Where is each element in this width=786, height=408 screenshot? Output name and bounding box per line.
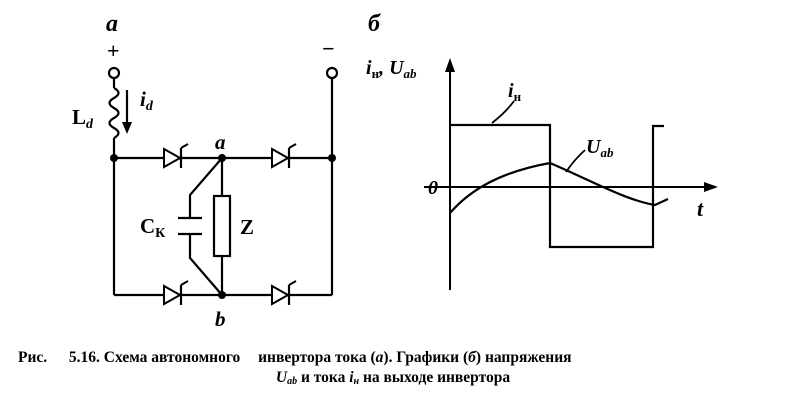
plus-sign: + <box>107 38 120 63</box>
series-in-label: iн <box>508 80 522 104</box>
capacitor-label: CК <box>140 214 166 241</box>
caption-end: на выходе инвертора <box>359 369 511 386</box>
node-a-label: a <box>215 130 226 154</box>
y-axis-arrow <box>445 58 455 72</box>
caption-i-sub: н <box>353 376 360 387</box>
y-axis-label: iн, Uab <box>366 57 417 81</box>
current-label: id <box>140 87 154 114</box>
caption-u-sub: ab <box>287 376 298 387</box>
caption-i: i <box>349 369 354 386</box>
plus-terminal <box>107 66 121 80</box>
zero-label: 0 <box>428 177 438 199</box>
thyristor-bottom-right <box>271 280 297 306</box>
chart-axes <box>424 58 718 290</box>
caption-text-c: ). Графики ( <box>383 349 469 366</box>
series-uab-label: Uab <box>586 136 614 160</box>
caption-line-1: Рис. 5.16. Схема автономного инвертора т… <box>18 348 572 367</box>
caption-text-b: инвертора тока ( <box>258 349 376 366</box>
load-resistor <box>212 194 232 258</box>
circuit-wires <box>107 66 339 297</box>
series-in-pointer <box>491 100 515 124</box>
x-axis-label: t <box>697 196 704 221</box>
load-label: Z <box>240 215 254 239</box>
caption-text-d: ) напряжения <box>475 349 572 366</box>
panel-a-label: а <box>106 11 118 37</box>
series-uab-pointer <box>565 149 586 173</box>
inductor-label: Ld <box>72 105 94 132</box>
thyristor-top-left <box>163 143 189 169</box>
caption-u: U <box>275 369 288 386</box>
thyristor-bottom-left <box>163 280 189 306</box>
caption-number: 5.16. <box>68 349 100 366</box>
caption-a-italic: а <box>375 349 384 366</box>
series-in-line <box>450 123 664 249</box>
thyristor-top-right <box>271 143 297 169</box>
panel-b-label: б <box>368 11 381 37</box>
node-b-label: b <box>215 307 226 331</box>
minus-sign: − <box>322 36 335 61</box>
caption-text-a: Схема автономного <box>103 349 241 366</box>
caption-b-italic: б <box>468 349 476 366</box>
caption-mid: и тока <box>297 369 350 386</box>
series-uab-line <box>449 161 669 214</box>
current-arrow <box>122 122 132 134</box>
caption-prefix: Рис. <box>18 349 48 366</box>
junction-dots <box>110 154 336 299</box>
caption-line-2: Uab и тока iн на выходе инвертора <box>0 368 786 391</box>
minus-terminal <box>325 66 339 80</box>
x-axis-arrow <box>704 182 718 192</box>
inductor <box>108 87 120 139</box>
